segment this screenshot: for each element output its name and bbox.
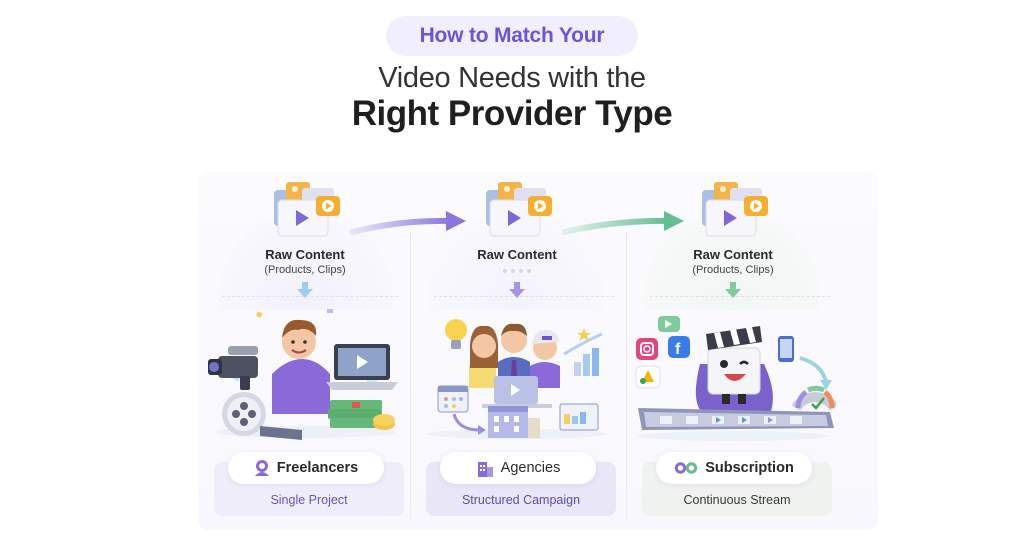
column-freelancers: Raw Content (Products, Clips) <box>198 180 412 530</box>
column-subscription: Raw Content (Products, Clips) f <box>626 180 840 530</box>
column-divider <box>626 232 627 522</box>
provider-name: Freelancers <box>276 460 359 476</box>
down-arrow-icon <box>725 282 741 298</box>
freelancer-illustration <box>208 309 398 440</box>
flow-arrow-purple <box>350 211 466 235</box>
agency-team-illustration <box>427 319 607 439</box>
down-arrow-icon <box>509 282 525 298</box>
provider-name: Agencies <box>500 460 561 476</box>
raw-content-subtitle: (Products, Clips) <box>692 264 774 276</box>
title-line-2: Right Provider Type <box>351 94 673 133</box>
column-agencies: Raw Content <box>410 180 624 530</box>
provider-tagline: Continuous Stream <box>683 493 791 507</box>
provider-label-freelancers: Freelancers <box>228 452 384 484</box>
raw-content-title: Raw Content <box>477 247 557 262</box>
provider-label-subscription: Subscription <box>656 452 812 484</box>
header-pill: How to Match Your <box>386 16 638 56</box>
provider-name: Subscription <box>705 460 794 476</box>
section-divider <box>222 296 398 297</box>
media-files-icon <box>702 182 768 237</box>
raw-content-title: Raw Content <box>693 247 773 262</box>
raw-content-title: Raw Content <box>265 247 345 262</box>
subscription-illustration: f <box>635 316 836 441</box>
svg-text:f: f <box>675 341 681 358</box>
section-divider <box>650 296 830 297</box>
infinity-icon <box>674 462 698 474</box>
person-icon <box>254 460 269 476</box>
down-arrow-icon <box>297 282 313 298</box>
media-files-icon <box>486 182 552 237</box>
column-divider <box>410 232 411 522</box>
title-line-1: Video Needs with the <box>378 62 646 94</box>
provider-label-agencies: Agencies <box>440 452 596 484</box>
provider-tagline: Structured Campaign <box>461 493 581 507</box>
building-icon <box>477 462 493 477</box>
provider-tagline: Single Project <box>270 493 348 507</box>
raw-content-subtitle: (Products, Clips) <box>264 264 346 276</box>
media-files-icon <box>274 182 340 237</box>
flow-arrow-green <box>562 211 684 235</box>
dots-decoration <box>503 269 531 273</box>
section-divider <box>434 296 614 297</box>
